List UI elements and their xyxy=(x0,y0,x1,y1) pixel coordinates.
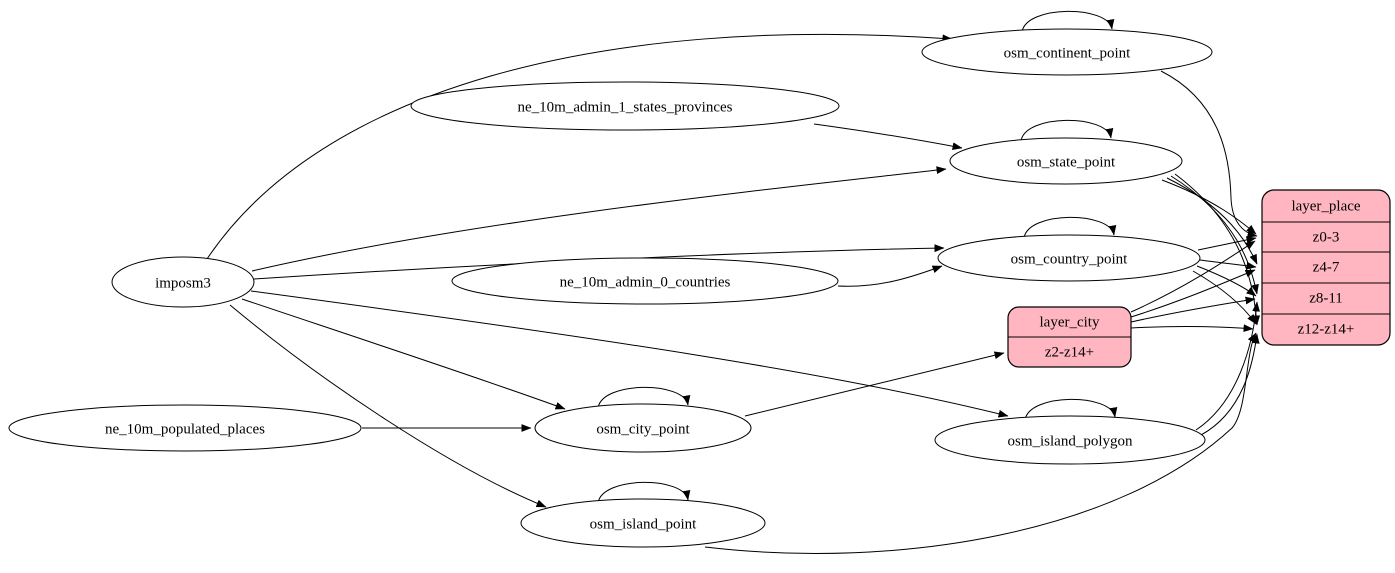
node-osm_continent_point: osm_continent_point xyxy=(921,28,1213,76)
node-imposm3: imposm3 xyxy=(111,256,255,308)
record-layer_place-row-z0-3: z0-3 xyxy=(1313,229,1340,245)
node-island-point-label: osm_island_point xyxy=(590,516,698,532)
node-ne_10m_admin_0_countries: ne_10m_admin_0_countries xyxy=(451,257,839,305)
node-continent-label: osm_continent_point xyxy=(1004,45,1131,61)
edge-osm_state_point-z8-11 xyxy=(1170,175,1259,295)
edge-layer_city-z8-11 xyxy=(1130,296,1256,323)
edge-osm_country_point-z0-3 xyxy=(1197,236,1257,251)
record-layer_city-title: layer_city xyxy=(1040,314,1100,330)
edge-imposm3-osm_island_point xyxy=(229,304,547,508)
node-ne_10m_populated_places: ne_10m_populated_places xyxy=(8,404,362,452)
edge-layer_city-z4-7 xyxy=(1130,269,1256,318)
edge-osm_island_polygon-z12-z14 xyxy=(1200,333,1260,436)
edge-imposm3-osm_city_point xyxy=(241,298,566,410)
node-island-polygon-shape xyxy=(934,415,1206,465)
record-layer_city-row-z2-z14: z2-z14+ xyxy=(1045,344,1094,360)
node-osm_island_polygon: osm_island_polygon xyxy=(934,415,1206,465)
node-city-label: osm_city_point xyxy=(596,421,690,437)
edge-osm_country_point-z8-11 xyxy=(1196,265,1257,297)
edge-ne0-osm_country_point xyxy=(837,265,943,287)
edge-osm_island_point-z12-z14 xyxy=(704,332,1257,554)
node-continent-shape xyxy=(921,28,1213,76)
selfloop-osm_island_polygon xyxy=(1024,398,1118,421)
node-nepop-label: ne_10m_populated_places xyxy=(105,421,265,437)
record-layer_place-box xyxy=(1261,189,1391,346)
node-ne0-label: ne_10m_admin_0_countries xyxy=(560,274,731,290)
node-imposm3-shape xyxy=(111,256,255,308)
node-ne0-shape xyxy=(451,257,839,305)
selfloop-osm_continent_point xyxy=(1021,10,1115,33)
node-state-label: osm_state_point xyxy=(1017,154,1116,170)
node-imposm3-label: imposm3 xyxy=(155,275,211,291)
record-layer_city: layer_city z2-z14+ xyxy=(1007,306,1132,368)
node-country-label: osm_country_point xyxy=(1011,251,1128,267)
selfloop-osm_country_point xyxy=(1023,216,1117,239)
edge-ne1-osm_state_point xyxy=(813,123,963,151)
edge-osm_country_point-z12-z14 xyxy=(1192,270,1257,325)
node-osm_state_point: osm_state_point xyxy=(949,137,1183,185)
node-island-point-shape xyxy=(520,498,766,548)
node-osm_island_point: osm_island_point xyxy=(520,498,766,548)
record-layer_place-row-z12-z14: z12-z14+ xyxy=(1298,321,1355,337)
record-layer_place-title: layer_place xyxy=(1291,198,1360,214)
selfloop-osm_state_point xyxy=(1020,119,1114,142)
edge-group xyxy=(206,10,1261,554)
record-layer_place: layer_place z0-3 z4-7 z8-11 z12-z14+ xyxy=(1261,189,1391,346)
edge-osm_island_polygon-z8-11 xyxy=(1195,301,1261,431)
selfloop-osm_island_point xyxy=(597,481,691,504)
node-osm_city_point: osm_city_point xyxy=(534,403,752,453)
edge-osm_state_point-z0-3 xyxy=(1161,179,1257,235)
node-city-shape xyxy=(534,403,752,453)
node-island-polygon-label: osm_island_polygon xyxy=(1007,433,1133,449)
selfloop-osm_city_point xyxy=(597,386,691,409)
edge-osm_country_point-z4-7 xyxy=(1199,259,1257,270)
node-ne1-shape xyxy=(410,81,840,131)
edge-imposm3-osm_state_point xyxy=(251,166,947,272)
edge-imposm3-osm_island_polygon xyxy=(250,290,1009,418)
node-osm_country_point: osm_country_point xyxy=(937,234,1201,282)
edge-osm_city_point-layer_city xyxy=(744,351,1005,417)
record-layer_place-row-z8-11: z8-11 xyxy=(1309,290,1343,306)
edge-layer_city-z0-3 xyxy=(1130,240,1256,313)
edge-osm_continent_point-z0-3 xyxy=(1160,70,1258,238)
node-country-shape xyxy=(937,234,1201,282)
record-layer_place-row-z4-7: z4-7 xyxy=(1313,259,1340,275)
edge-imposm3-osm_continent_point xyxy=(206,33,953,260)
node-state-shape xyxy=(949,137,1183,185)
node-ne1-label: ne_10m_admin_1_states_provinces xyxy=(518,99,733,115)
node-nepop-shape xyxy=(8,404,362,452)
node-ne_10m_admin_1_states_provinces: ne_10m_admin_1_states_provinces xyxy=(410,81,840,131)
edge-osm_state_point-z4-7 xyxy=(1166,177,1258,265)
edge-layer_city-z12-z14 xyxy=(1130,324,1254,333)
